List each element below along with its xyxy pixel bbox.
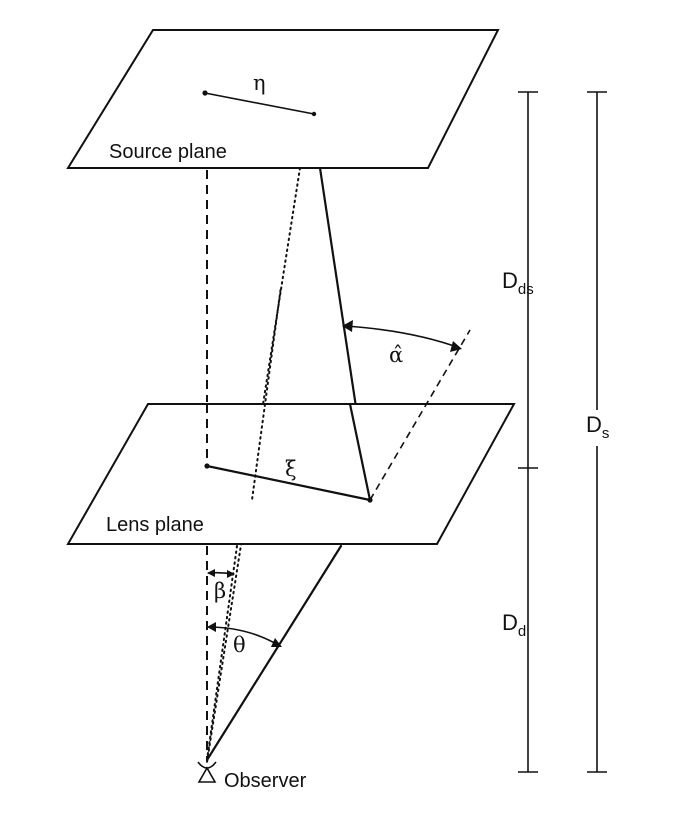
theta-arrowhead-right — [271, 638, 282, 647]
observer-label: Observer — [224, 770, 307, 792]
beta-arrowhead-left — [207, 569, 215, 577]
lens-plane-label: Lens plane — [106, 514, 204, 536]
alpha-hat-arrowhead-left — [342, 320, 353, 332]
lens-plane — [66, 403, 516, 545]
undeflected-ray-extension — [369, 329, 471, 501]
beta-label: β — [214, 579, 226, 603]
eta-label: η — [253, 71, 266, 95]
theta-label: θ — [233, 633, 246, 657]
ray-lens-intersection-point — [367, 497, 373, 503]
dds-label: Dds — [502, 268, 534, 298]
true-source-sightline-on-lens — [251, 289, 282, 501]
source-plane-label: Source plane — [109, 141, 227, 163]
source-plane — [66, 29, 500, 169]
eta-start-point — [202, 90, 208, 96]
xi-label: ξ — [285, 457, 297, 481]
theta-arrowhead-left — [207, 622, 216, 632]
observer-marker-icon — [197, 766, 217, 783]
true-source-sightline — [206, 167, 301, 763]
xi-vector — [205, 464, 372, 502]
alpha-hat-label: α̂ — [389, 343, 403, 367]
ds-label: Ds — [586, 412, 609, 442]
lens-center-point — [204, 463, 210, 469]
eta-end-point — [311, 111, 317, 117]
dd-label: Dd — [502, 610, 526, 640]
observed-ray — [205, 544, 343, 762]
eta-vector — [204, 92, 315, 115]
beta-arrowhead-right — [227, 570, 235, 578]
alpha-hat-arc — [343, 325, 461, 349]
alpha-hat-arrowhead-right — [450, 341, 462, 352]
deflected-ray-on-lens — [348, 402, 372, 502]
ds-label-background — [584, 410, 610, 446]
